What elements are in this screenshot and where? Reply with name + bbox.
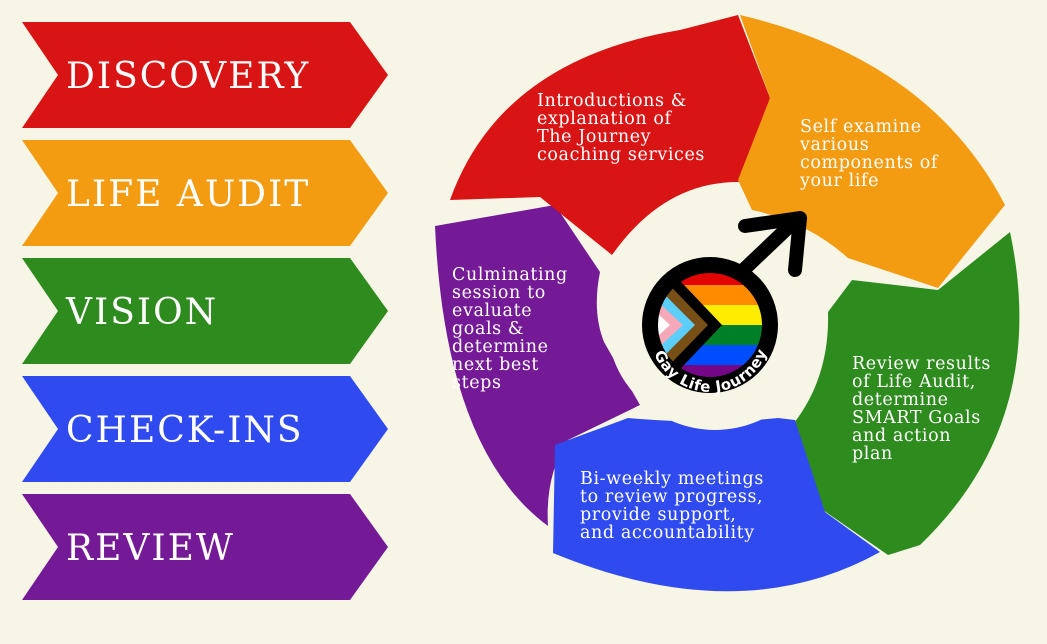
- cycle-text-line: next best: [452, 355, 539, 375]
- cycle-text-line: session to: [452, 283, 546, 303]
- step-label-check-ins: CHECK-INS: [66, 410, 304, 451]
- logo: Gay Life Journey: [642, 211, 807, 396]
- cycle-text-line: The Journey: [537, 127, 651, 147]
- cycle-text-line: evaluate: [452, 301, 532, 321]
- cycle-text-line: to review progress,: [580, 487, 763, 507]
- cycle-text-line: Culminating: [452, 265, 568, 285]
- cycle-text-line: your life: [799, 171, 879, 191]
- cycle-text-line: Bi-weekly meetings: [580, 469, 764, 489]
- cycle-text-line: and accountability: [580, 523, 755, 543]
- step-label-life-audit: LIFE AUDIT: [66, 174, 310, 215]
- cycle-segment-check-ins: [553, 418, 880, 592]
- cycle-segment-discovery: [450, 15, 770, 255]
- cycle-text-line: coaching services: [537, 145, 705, 165]
- cycle-text-line: determine: [852, 390, 949, 410]
- cycle-text-line: explanation of: [537, 109, 672, 129]
- cycle-diagram: Gay Life Journey Introductions &explanat…: [435, 15, 1020, 592]
- cycle-text-line: determine: [452, 337, 549, 357]
- step-label-vision: VISION: [65, 292, 218, 333]
- cycle-text-line: Review results: [852, 354, 991, 374]
- cycle-text-line: components of: [800, 153, 939, 173]
- step-arrow-discovery: DISCOVERY: [22, 22, 388, 128]
- cycle-text-line: of Life Audit,: [852, 372, 976, 392]
- male-symbol-progress-pride-icon: [642, 211, 807, 393]
- cycle-text-line: Introductions &: [537, 91, 687, 111]
- step-arrow-review: REVIEW: [22, 494, 388, 600]
- cycle-text-line: goals &: [452, 319, 524, 339]
- cycle-text-line: and action: [852, 426, 951, 446]
- cycle-text-line: steps: [452, 373, 502, 393]
- cycle-segment-vision: [790, 232, 1020, 555]
- cycle-text-line: provide support,: [580, 505, 736, 525]
- step-label-review: REVIEW: [66, 528, 235, 569]
- step-arrow-check-ins: CHECK-INS: [22, 376, 388, 482]
- step-label-discovery: DISCOVERY: [66, 56, 310, 97]
- step-arrow-vision: VISION: [22, 258, 388, 364]
- step-arrow-life-audit: LIFE AUDIT: [22, 140, 388, 246]
- cycle-text-line: Self examine: [800, 117, 922, 137]
- cycle-text-line: SMART Goals: [852, 408, 981, 428]
- cycle-text-line: plan: [852, 444, 893, 464]
- cycle-segment-review: [435, 205, 640, 526]
- cycle-text-line: various: [799, 135, 869, 155]
